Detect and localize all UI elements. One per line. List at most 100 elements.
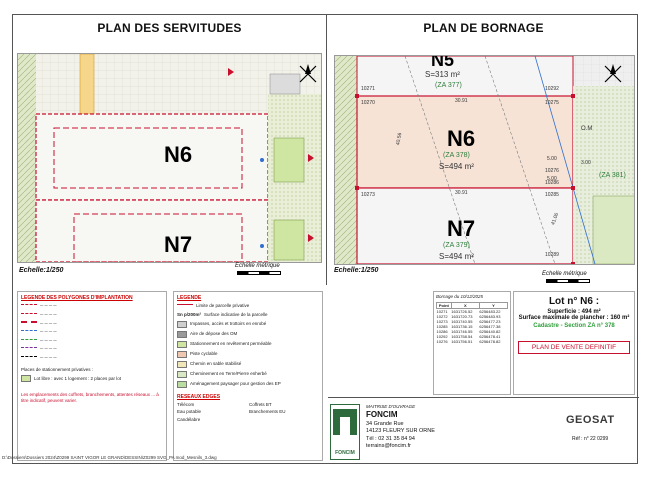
owner-email: terrains@foncim.fr bbox=[366, 443, 412, 450]
legend-line-3: ─ ─ ─ ─ bbox=[21, 321, 163, 327]
title-block: FONCIM MAITRISE D'OUVRAGE FONCIM 34 Gran… bbox=[328, 397, 639, 465]
servitude-lot-n6: N6 bbox=[164, 142, 193, 167]
legend-item-5: Stationnement en revêtement perméable bbox=[177, 340, 319, 348]
legend-line-7: ─ ─ ─ ─ bbox=[21, 355, 163, 361]
point-label-1: 10271 bbox=[361, 86, 375, 92]
drawing-sheet: PLAN DES SERVITUDES bbox=[12, 14, 639, 465]
legend-line-5: ─ ─ ─ ─ bbox=[21, 338, 163, 344]
point-label-8: 10285 bbox=[545, 192, 559, 198]
reseaux-eau: Eau potable bbox=[177, 409, 202, 415]
legend-item-7: Chemin en sable stabilisé bbox=[177, 360, 319, 368]
owner-company: FONCIM bbox=[366, 410, 398, 420]
servitudes-scalebar-label: Echelle métrique bbox=[235, 263, 280, 269]
dimension-a: 5.00 bbox=[547, 156, 557, 162]
legend-line-2: ─ ─ ─ ─ bbox=[21, 312, 163, 318]
foncim-logo-text: FONCIM bbox=[335, 450, 355, 456]
legend-item-3: Impasses, accès et trottoirs en enrobé bbox=[177, 320, 319, 328]
foncim-logo-icon bbox=[333, 409, 357, 435]
file-path: D:\Dossiers\Dossiers 2024\Z0299 SAINT VI… bbox=[2, 455, 217, 460]
legend-polygones: LEGENDE DES POLYGONES D'IMPLANTATION ─ ─… bbox=[17, 291, 167, 461]
servitudes-map: N6 N7 bbox=[17, 53, 322, 263]
bornage-map: N5 S=313 m² (ZA 377) N6 (ZA 378) S=494 m… bbox=[334, 55, 635, 265]
reseaux-title: RESEAUX EDGES bbox=[177, 393, 221, 400]
bornage-neighbor-ref: (ZA 381) bbox=[599, 172, 626, 179]
servitudes-panel: PLAN DES SERVITUDES bbox=[13, 15, 327, 285]
north-arrow-icon-right bbox=[604, 64, 622, 83]
owner-address-1: 34 Grande Rue bbox=[366, 420, 404, 427]
reseaux-grid: Télécom Coffrets BT Eau potable Branchem… bbox=[177, 402, 319, 423]
owner-address-2: 14123 FLEURY SUR ORNE bbox=[366, 428, 435, 435]
legend-general: LEGENDE Limite de parcelle privative Sn … bbox=[173, 291, 323, 461]
bornage-lot-n5: N5 bbox=[431, 55, 455, 70]
dimension-top: 30.91 bbox=[455, 98, 468, 104]
servitude-lot-n7: N7 bbox=[164, 232, 193, 257]
parking-note: Places de stationnement privatives : bbox=[21, 366, 94, 372]
point-label-9: 10289 bbox=[545, 252, 559, 258]
point-label-7: 10273 bbox=[361, 192, 375, 198]
bornage-lot-n6: N6 bbox=[447, 126, 476, 151]
point-label-2: 10292 bbox=[545, 86, 559, 92]
legend-polygones-title: LEGENDE DES POLYGONES D'IMPLANTATION bbox=[21, 295, 133, 301]
servitudes-map-drawing bbox=[18, 54, 321, 262]
geosat-ref: Réf : n° 22 0299 bbox=[572, 436, 609, 442]
bornage-lot-n6-area: S=494 m² bbox=[439, 162, 474, 171]
reseaux-telecom: Télécom bbox=[177, 401, 195, 407]
servitudes-scalebar bbox=[237, 271, 281, 275]
dimension-mid: 30.91 bbox=[455, 190, 468, 196]
lot-info-title: Lot n° N6 : bbox=[548, 296, 600, 307]
legend-line-6: ─ ─ ─ ─ bbox=[21, 346, 163, 352]
legend-line-1: ─ ─ ─ ─ bbox=[21, 303, 163, 309]
footer-note: Les emplacements des coffrets, brancheme… bbox=[21, 392, 159, 403]
bornage-lot-n5-ref: (ZA 377) bbox=[435, 82, 462, 89]
bornage-scale: Echelle:1/250 bbox=[334, 267, 379, 274]
reseaux-branchements: Branchements EU bbox=[249, 409, 286, 415]
reseaux-candelabre: Candélabre bbox=[177, 417, 201, 422]
point-label-3: 10270 bbox=[361, 100, 375, 106]
bornage-lot-n5-area: S=313 m² bbox=[425, 70, 460, 79]
lot-info-superficie: Superficie : 494 m² bbox=[547, 309, 601, 315]
legend-line-4: ─ ─ ─ ─ bbox=[21, 329, 163, 335]
lot-info-block: Lot n° N6 : Superficie : 494 m² Surface … bbox=[513, 291, 635, 395]
bornage-map-drawing bbox=[335, 56, 634, 264]
bornage-lot-n6-ref: (ZA 378) bbox=[443, 152, 470, 159]
bornage-lot-n7-area: S=494 m² bbox=[439, 252, 474, 261]
bornage-title: PLAN DE BORNAGE bbox=[423, 21, 544, 35]
legend-item-4: Aire de dépose des OM bbox=[177, 330, 319, 338]
point-label-5: 10276 bbox=[545, 168, 559, 174]
servitudes-scale: Echelle:1/250 bbox=[19, 267, 64, 274]
dimension-b: 5.00 bbox=[547, 176, 557, 182]
legend-item-6: Piste cyclable bbox=[177, 350, 319, 358]
legend-general-title: LEGENDE bbox=[177, 295, 202, 301]
owner-phone: Tél : 02 31 35 84 94 bbox=[366, 435, 415, 442]
owner-header: MAITRISE D'OUVRAGE bbox=[366, 404, 416, 409]
bornage-date: Bornage du 10/12/2025 bbox=[436, 294, 484, 299]
parking-note-2: Lot libre : avec 1 logement : 2 places p… bbox=[34, 375, 122, 381]
point-label-6: 10286 bbox=[545, 180, 559, 186]
legend-item-8: Cheminement en Terre/Pierre enherbé bbox=[177, 370, 319, 378]
lot-info-plancher: Surface maximale de plancher : 160 m² bbox=[518, 315, 630, 321]
bornage-lot-n7-ref: (ZA 379) bbox=[443, 242, 470, 249]
bornage-panel: PLAN DE BORNAGE bbox=[328, 15, 639, 285]
lot-info-plan-vente: PLAN DE VENTE DEFINITIF bbox=[518, 341, 630, 354]
bornage-scalebar bbox=[546, 279, 590, 283]
reseaux-coffrets: Coffrets BT bbox=[249, 401, 272, 407]
legend-item-1: Limite de parcelle privative bbox=[177, 303, 319, 309]
north-arrow-icon-left bbox=[299, 64, 317, 83]
foncim-logo: FONCIM bbox=[330, 404, 360, 460]
servitudes-title: PLAN DES SERVITUDES bbox=[97, 21, 242, 35]
parking-row: Lot libre : avec 1 logement : 2 places p… bbox=[21, 375, 163, 383]
bornage-om-label: O.M bbox=[581, 126, 593, 132]
bornage-lot-n7: N7 bbox=[447, 216, 476, 241]
legend-item-9: Aménagement paysager pour gestion des EP bbox=[177, 380, 319, 388]
dimension-c: 3.00 bbox=[581, 160, 591, 166]
geosat-logo: GEOSAT bbox=[566, 414, 615, 426]
